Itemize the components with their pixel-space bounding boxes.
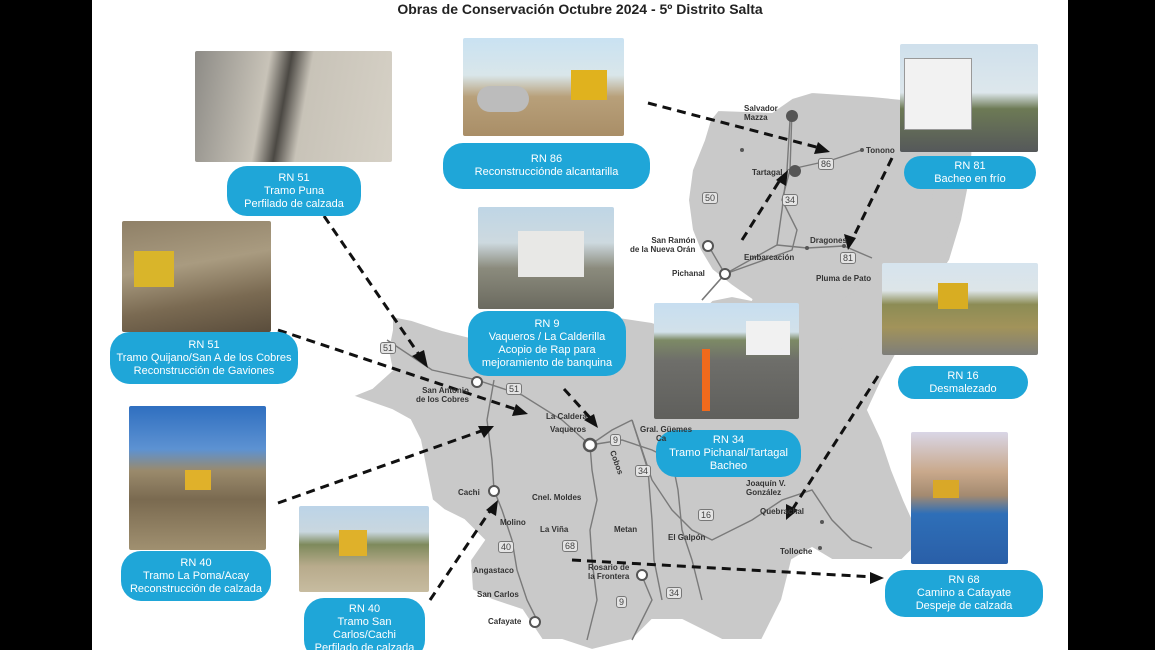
arrow-heads xyxy=(412,142,884,584)
label-rn81-bacheo: RN 81 Bacheo en frío xyxy=(904,156,1036,189)
label-line: Tramo La Poma/Acay xyxy=(143,569,249,582)
place-campo-quijano: Ca xyxy=(656,434,667,443)
place-cachi: Cachi xyxy=(458,488,480,497)
label-line: Acopio de Rap para xyxy=(498,343,596,356)
place-rosario: Rosario de la Frontera xyxy=(588,563,630,581)
town-markers xyxy=(471,110,864,628)
route-shield-34-south: 34 xyxy=(635,465,652,477)
photo-rn81-bacheo xyxy=(900,44,1038,152)
label-line: Reconstrucciónde alcantarilla xyxy=(474,166,619,178)
label-line: Despeje de calzada xyxy=(915,600,1013,612)
place-dragones: Dragones xyxy=(810,236,847,245)
photo-rn40-lapoma xyxy=(129,406,266,550)
label-line: Desmalezado xyxy=(929,382,997,395)
photo-rn16-desmalezado xyxy=(882,263,1038,355)
route-shield-50: 50 xyxy=(702,192,719,204)
photo-rn9-rap xyxy=(478,207,614,309)
label-line: Tramo Puna xyxy=(263,184,325,197)
route-shield-9-south: 9 xyxy=(616,596,628,608)
place-cafayate: Cafayate xyxy=(488,617,522,626)
pointer-arrows xyxy=(277,101,894,601)
route-shield-68: 68 xyxy=(562,540,579,552)
place-la-caldera: La Caldera xyxy=(546,412,587,421)
place-la-vina: La Viña xyxy=(540,525,569,534)
place-gral-guemes: Gral. Güemes xyxy=(640,425,693,434)
label-rn51-puna: RN 51 Tramo Puna Perfilado de calzada xyxy=(227,166,361,216)
route-shield-86: 86 xyxy=(818,158,835,170)
label-line: Perfilado de calzada xyxy=(244,197,344,210)
place-molino: Molino xyxy=(500,518,526,527)
place-joaquin-gonzalez: Joaquín V. González xyxy=(746,479,786,497)
place-san-ramon: San Ramón de la Nueva Orán xyxy=(630,236,696,254)
label-rn40-lapoma: RN 40 Tramo La Poma/Acay Reconstrucción … xyxy=(121,551,271,601)
place-tolloche: Tolloche xyxy=(780,547,813,556)
place-tartagal: Tartagal xyxy=(752,168,783,177)
label-line: Reconstrucción de calzada xyxy=(129,582,263,595)
route-shield-40: 40 xyxy=(498,541,515,553)
label-line: RN 51 xyxy=(188,338,220,351)
route-shield-9: 9 xyxy=(610,434,622,446)
place-metan: Metan xyxy=(614,525,638,534)
page-title: Obras de Conservación Octubre 2024 - 5º … xyxy=(397,1,763,17)
place-tonono: Tonono xyxy=(866,146,895,155)
label-rn86-alcantarilla: RN 86 Reconstrucciónde alcantarilla xyxy=(443,143,650,189)
route-shield-16: 16 xyxy=(698,509,715,521)
photo-rn51-puna xyxy=(195,51,392,162)
label-line: RN 9 xyxy=(534,317,560,330)
label-line: Camino a Cafayate xyxy=(916,587,1012,599)
place-salvador-mazza: Salvador Mazza xyxy=(744,104,778,122)
label-line: RN 16 xyxy=(947,369,979,382)
label-rn40-sancarlos: RN 40 Tramo San Carlos/Cachi Perfilado d… xyxy=(304,598,425,650)
label-line: Perfilado de calzada xyxy=(314,642,415,650)
label-line: Carlos/Cachi xyxy=(333,629,396,641)
label-line: Tramo San xyxy=(337,616,392,628)
label-rn51-gaviones: RN 51 Tramo Quijano/San A de los Cobres … xyxy=(110,332,298,384)
place-vaqueros: Vaqueros xyxy=(550,425,587,434)
place-angastaco: Angastaco xyxy=(473,566,514,575)
label-rn68-cafayate: RN 68 Camino a Cafayate Despeje de calza… xyxy=(885,570,1043,617)
route-shield-81: 81 xyxy=(840,252,857,264)
photo-rn68-cafayate xyxy=(911,432,1008,564)
label-rn9-rap: RN 9 Vaqueros / La Calderilla Acopio de … xyxy=(468,311,626,376)
photo-rn86-alcantarilla xyxy=(463,38,624,136)
place-pluma-de-pato: Pluma de Pato xyxy=(816,274,872,283)
photo-rn51-gaviones xyxy=(122,221,271,332)
place-cnel-moldes: Cnel. Moldes xyxy=(532,493,582,502)
label-line: mejoramiento de banquina xyxy=(481,356,613,369)
infographic-page: Obras de Conservación Octubre 2024 - 5º … xyxy=(92,0,1068,650)
route-shield-34: 34 xyxy=(782,194,799,206)
label-line: RN 40 xyxy=(348,603,381,615)
label-rn16-desmalezado: RN 16 Desmalezado xyxy=(898,366,1028,399)
label-rn34-bacheo: RN 34 Tramo Pichanal/Tartagal Bacheo xyxy=(656,430,801,477)
place-quebrachal: Quebrachal xyxy=(760,507,805,516)
label-line: Reconstrucción de Gaviones xyxy=(133,364,275,377)
label-line: Tramo Pichanal/Tartagal xyxy=(669,447,788,459)
label-line: Bacheo en frío xyxy=(934,172,1006,185)
label-line: Bacheo xyxy=(709,460,748,472)
label-line: RN 68 xyxy=(948,574,980,586)
label-line: Vaqueros / La Calderilla xyxy=(488,330,606,343)
place-el-galpon: El Galpón xyxy=(668,533,706,542)
label-line: Tramo Quijano/San A de los Cobres xyxy=(116,351,292,364)
place-san-antonio: San Antonio de los Cobres xyxy=(416,386,469,404)
route-shield-34-southeast: 34 xyxy=(666,587,683,599)
label-line: RN 81 xyxy=(954,159,986,172)
label-line: RN 34 xyxy=(712,434,745,446)
route-shield-51-west: 51 xyxy=(380,342,397,354)
label-line: RN 86 xyxy=(530,153,563,165)
photo-rn34-bacheo xyxy=(654,303,799,419)
route-shield-51-east: 51 xyxy=(506,383,523,395)
place-pichanal: Pichanal xyxy=(672,269,705,278)
label-line: RN 40 xyxy=(180,556,212,569)
place-san-carlos: San Carlos xyxy=(477,590,519,599)
label-line: RN 51 xyxy=(278,171,310,184)
photo-rn40-sancarlos xyxy=(299,506,429,592)
place-embarcacion: Embarcación xyxy=(744,253,795,262)
